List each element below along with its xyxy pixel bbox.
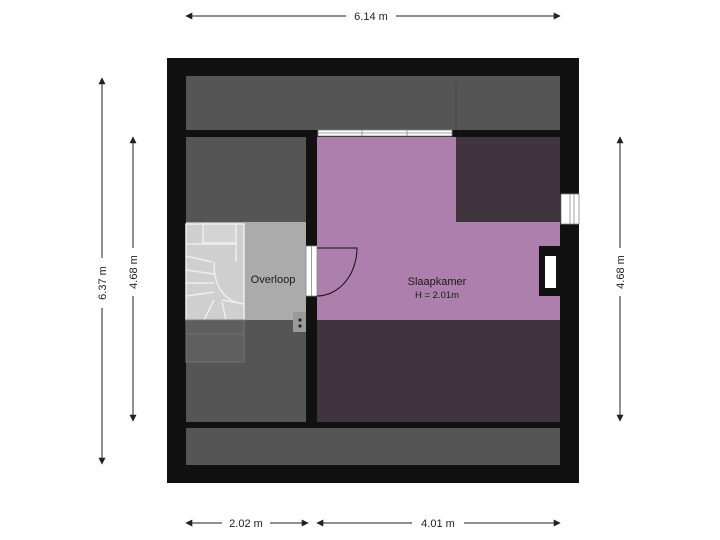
dimension-left-inner: 4.68 m — [128, 136, 140, 422]
right-window — [560, 193, 580, 225]
dimension-left-outer: 6.37 m — [97, 77, 109, 465]
overloop-label: Overloop — [251, 274, 296, 286]
slaapkamer-room — [317, 137, 560, 422]
door — [305, 245, 358, 297]
left-top-low-ceiling — [186, 137, 306, 222]
switch-detail — [293, 312, 306, 332]
dimension-bottom-left: 2.02 m — [185, 518, 309, 530]
slaapkamer-low-ceiling-top — [456, 137, 560, 222]
dimension-right-label: 4.68 m — [615, 255, 627, 289]
staircase — [185, 223, 245, 363]
slaapkamer-height-label: H = 2.01m — [415, 290, 459, 301]
dimension-top-width: 6.14 m — [185, 11, 561, 23]
top-window — [317, 129, 453, 137]
top-low-ceiling — [186, 76, 560, 130]
chimney — [539, 246, 560, 296]
dimension-bottom-right-label: 4.01 m — [421, 518, 455, 530]
dimension-left-outer-label: 6.37 m — [97, 266, 109, 300]
bottom-low-ceiling — [186, 428, 560, 465]
dimension-left-inner-label: 4.68 m — [128, 255, 140, 289]
dimension-top-label: 6.14 m — [354, 11, 388, 23]
slaapkamer-label: Slaapkamer — [408, 276, 467, 288]
dimension-right: 4.68 m — [615, 136, 627, 422]
dimension-bottom-left-label: 2.02 m — [229, 518, 263, 530]
dimension-bottom-right: 4.01 m — [316, 518, 561, 530]
slaapkamer-low-ceiling-bottom — [317, 320, 560, 422]
